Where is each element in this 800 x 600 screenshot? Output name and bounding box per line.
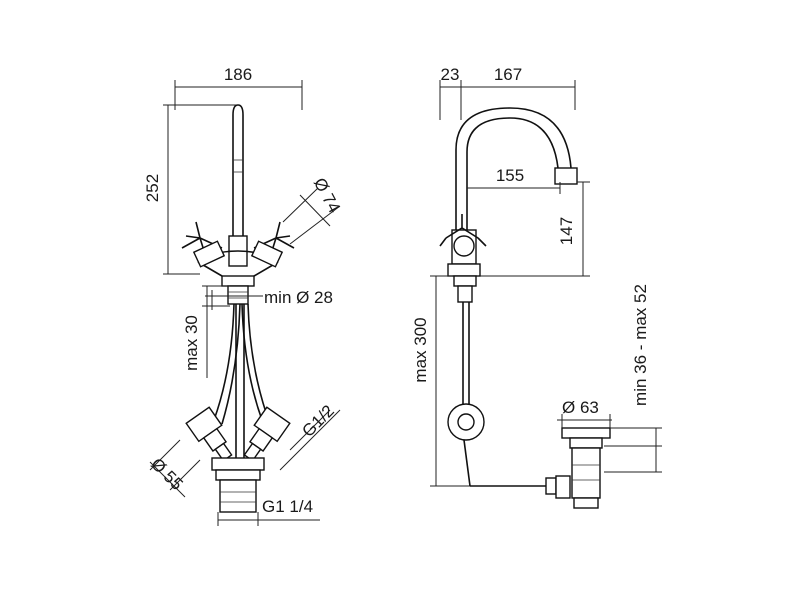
dim-rod-length: max 300: [411, 317, 430, 382]
dim-inner-reach: 155: [496, 166, 524, 185]
side-view: 23 167 155 147 max 300: [411, 65, 662, 509]
dim-spout-height: 147: [557, 217, 576, 245]
dim-nut-dia: Ø 55: [147, 454, 186, 493]
dim-height-front: 252: [143, 174, 162, 202]
dim-waste-height: min 36 - max 52: [631, 284, 650, 406]
dim-max-thickness: max 30: [182, 315, 201, 371]
dim-thread-large: G1 1/4: [262, 497, 313, 516]
dim-min-hole: min Ø 28: [264, 288, 333, 307]
front-view: 186 252 Ø 74 min Ø 28: [143, 65, 344, 526]
dim-reach-side: 167: [494, 65, 522, 84]
dim-thread-small: G1/2: [298, 401, 337, 440]
dim-offset-side: 23: [441, 65, 460, 84]
dim-width-front: 186: [224, 65, 252, 84]
dim-waste-dia: Ø 63: [562, 398, 599, 417]
